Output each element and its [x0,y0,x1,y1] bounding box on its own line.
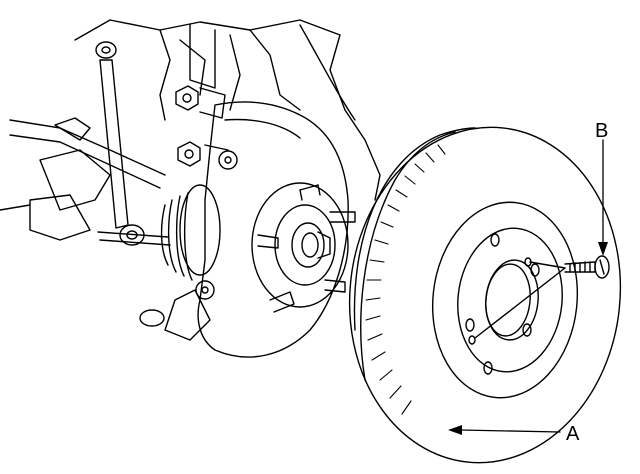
wheel-hub [251,182,356,313]
cooling-vanes [365,144,446,415]
stabilizer-link [95,41,171,246]
cv-boot [160,184,221,281]
steering-knuckle [139,101,349,358]
strut-housing [74,19,381,201]
callout-arrow-a [448,425,561,435]
label-a: A [566,423,580,445]
tie-rod [0,117,166,241]
knuckle-bolts [175,85,229,167]
brake-disc [348,126,622,464]
label-b: B [595,120,609,142]
disc-set-screw [474,255,610,339]
callout-arrow-b [598,139,608,256]
